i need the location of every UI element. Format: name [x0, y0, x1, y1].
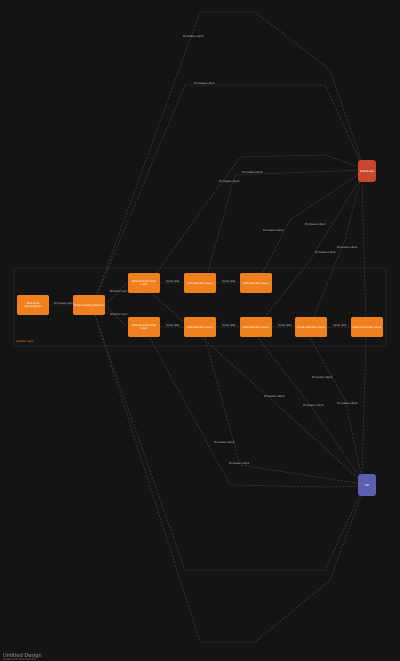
- sink-database[interactable]: Database: [358, 160, 376, 182]
- node-output-decoder[interactable]: Output Decoder Layer: [351, 317, 383, 337]
- edge-label: Processes output: [54, 302, 75, 305]
- edge-label: Processes output: [263, 229, 284, 232]
- edge-label: Sends data: [222, 324, 236, 327]
- edge-label: Processes output: [214, 441, 235, 444]
- edge-label: Sends data: [222, 280, 236, 283]
- edge-label: Sends data: [166, 280, 180, 283]
- edge-label: Processes output: [264, 395, 285, 398]
- edge-label: Processes output: [183, 35, 204, 38]
- edge-label: Processes output: [315, 251, 336, 254]
- node-attention-bottom-1[interactable]: Self-Attention Layer: [184, 317, 216, 337]
- edge-arc-mid-top-1: [149, 154, 363, 283]
- edge-arc-mid-top-2: [204, 169, 363, 283]
- footer-title: Untitled Design: [3, 653, 42, 659]
- edge-n1-n3: [104, 304, 128, 328]
- node-encoder-bottom[interactable]: Tokenizing Encoder Layer: [128, 317, 160, 337]
- edge-label: Processes output: [229, 462, 250, 465]
- group-outline: [13, 267, 387, 347]
- edge-arc-top-inner: [94, 84, 363, 301]
- edge-label: Sends data: [278, 324, 292, 327]
- edge-arc-top-outer: [94, 11, 363, 301]
- edge-label: Processes output: [305, 223, 326, 226]
- edge-arc-mid-top-5: [257, 175, 363, 327]
- edge-label: Processes output: [219, 180, 240, 183]
- node-preprocessing[interactable]: Preprocessing Pipeline: [73, 295, 105, 315]
- edge-arc-mid-bottom-4: [257, 337, 363, 481]
- edge-arc-mid-top-6: [361, 177, 367, 327]
- edge-arc-bottom-outer: [94, 314, 363, 643]
- edge-arc-mid-bottom-5: [309, 337, 363, 479]
- edge-label: Sends data: [166, 324, 180, 327]
- edge-arc-mid-bottom-2: [204, 337, 363, 485]
- edge-label: Processes output: [194, 82, 215, 85]
- edge-arc-mid-bottom-6: [361, 337, 367, 477]
- edge-arc-mid-top-3: [257, 171, 363, 283]
- sink-api[interactable]: API: [358, 474, 376, 496]
- edge-arc-mid-bottom-1: [149, 337, 363, 488]
- footer-subtitle: Created with Flowchart Tool: [3, 658, 37, 661]
- node-cross-attention[interactable]: Cross-Attention Layer: [295, 317, 327, 337]
- node-text-input[interactable]: Text Input Spectrogram: [17, 295, 49, 315]
- edge-label: Streams input: [110, 290, 127, 293]
- edge-label: Processes output: [242, 171, 263, 174]
- edge-arc-mid-top-4: [309, 173, 363, 327]
- node-attention-top-1[interactable]: Self-Attention Layer: [184, 273, 216, 293]
- node-attention-bottom-2[interactable]: Self-Attention Layer: [240, 317, 272, 337]
- node-encoder-top[interactable]: Tokenizing Encoder Layer: [128, 273, 160, 293]
- edge-label: Processes output: [303, 404, 324, 407]
- group-label: Ingestion layer: [16, 340, 34, 343]
- edge-label: Processes output: [337, 246, 358, 249]
- edge-label: Processes output: [312, 376, 333, 379]
- edge-arc-bottom-inner: [94, 314, 363, 571]
- edge-label: Streams input: [110, 313, 127, 316]
- edge-n1-n2: [104, 282, 128, 306]
- edge-label: Sends data: [333, 324, 347, 327]
- edge-label: Processes output: [337, 402, 358, 405]
- node-attention-top-2[interactable]: Self-Attention Layer: [240, 273, 272, 293]
